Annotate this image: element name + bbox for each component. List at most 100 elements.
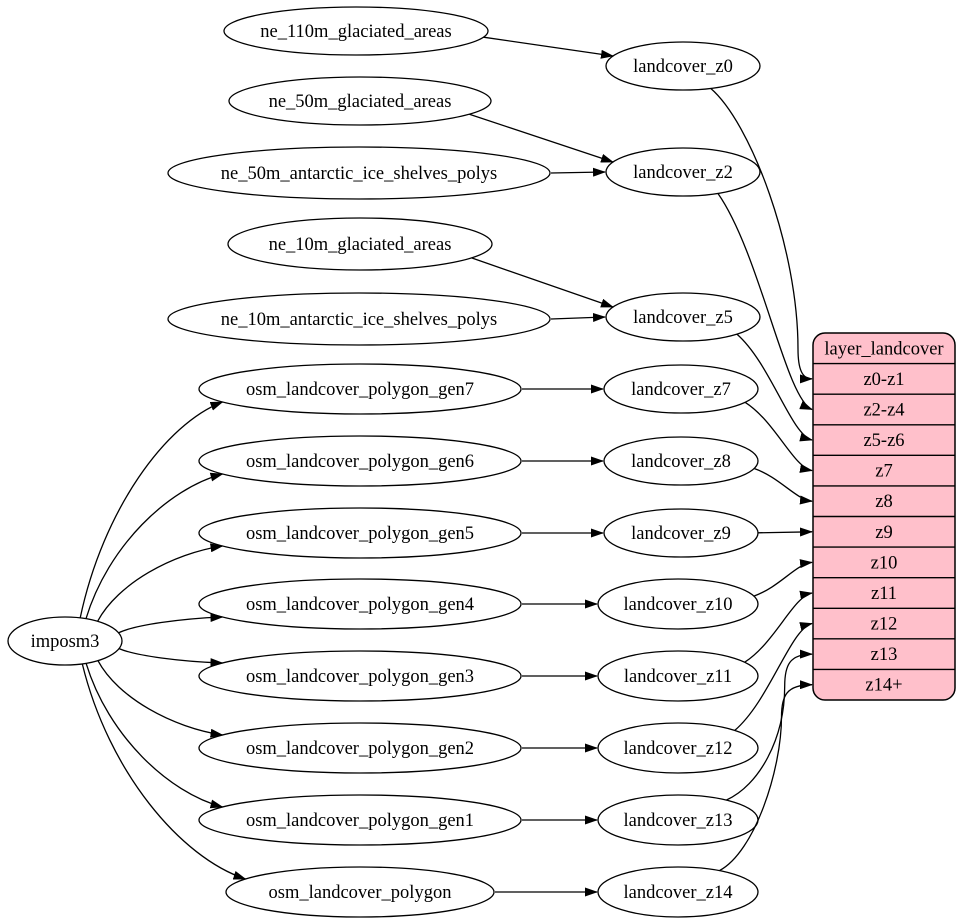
node-label: osm_landcover_polygon_gen6 bbox=[246, 452, 474, 472]
table-row-z13: z13 bbox=[871, 645, 898, 665]
edge-imposm3-to-osm_landcover_polygon_gen6 bbox=[85, 472, 224, 619]
node-ellipse bbox=[225, 866, 495, 918]
edge-landcover_z12-to-row-z12 bbox=[734, 622, 813, 731]
node-label: landcover_z12 bbox=[624, 739, 733, 759]
table-row-z8: z8 bbox=[875, 492, 892, 512]
node-ellipse bbox=[198, 650, 522, 702]
node-landcover_z14: landcover_z14 bbox=[597, 866, 759, 918]
node-label: osm_landcover_polygon_gen7 bbox=[246, 380, 474, 400]
node-landcover_z7: landcover_z7 bbox=[603, 364, 759, 414]
node-label: landcover_z2 bbox=[633, 163, 733, 183]
table-row-z14+: z14+ bbox=[865, 676, 902, 696]
node-osm_landcover_polygon_gen6: osm_landcover_polygon_gen6 bbox=[198, 435, 522, 487]
node-ellipse bbox=[227, 217, 493, 271]
edge-imposm3-to-osm_landcover_polygon_gen1 bbox=[85, 663, 224, 809]
node-osm_landcover_polygon_gen1: osm_landcover_polygon_gen1 bbox=[198, 794, 522, 846]
edge-ne_110m_glaciated_areas-to-landcover_z0 bbox=[483, 36, 614, 59]
node-osm_landcover_polygon_gen4: osm_landcover_polygon_gen4 bbox=[198, 578, 522, 630]
node-landcover_z9: landcover_z9 bbox=[603, 508, 759, 558]
node-ne_50m_glaciated_areas: ne_50m_glaciated_areas bbox=[228, 76, 492, 126]
node-label: ne_10m_antarctic_ice_shelves_polys bbox=[221, 310, 497, 330]
node-landcover_z10: landcover_z10 bbox=[597, 578, 759, 630]
node-label: landcover_z9 bbox=[631, 524, 731, 544]
node-label: osm_landcover_polygon_gen5 bbox=[246, 524, 474, 544]
edge-ne_50m_antarctic_ice_shelves_polys-to-landcover_z2 bbox=[550, 167, 606, 177]
node-ellipse bbox=[597, 866, 759, 918]
node-label: landcover_z14 bbox=[624, 883, 733, 903]
edge-landcover_z2-to-row-z2-z4 bbox=[717, 193, 813, 411]
node-landcover_z11: landcover_z11 bbox=[597, 650, 759, 702]
table-row-z10: z10 bbox=[871, 553, 898, 573]
edge-ne_10m_antarctic_ice_shelves_polys-to-landcover_z5 bbox=[550, 312, 606, 322]
node-ne_110m_glaciated_areas: ne_110m_glaciated_areas bbox=[223, 6, 489, 56]
node-label: landcover_z5 bbox=[633, 308, 733, 328]
table-row-z0-z1: z0-z1 bbox=[863, 370, 904, 390]
node-ellipse bbox=[597, 578, 759, 630]
node-ellipse bbox=[198, 435, 522, 487]
edge-landcover_z9-to-row-z9 bbox=[757, 527, 813, 537]
node-label: osm_landcover_polygon_gen2 bbox=[246, 739, 474, 759]
node-ellipse bbox=[603, 508, 759, 558]
node-ellipse bbox=[167, 146, 551, 200]
node-label: landcover_z11 bbox=[624, 667, 732, 687]
node-label: osm_landcover_polygon_gen1 bbox=[246, 811, 474, 831]
table-layer_landcover: layer_landcover z0-z1 z2-z4 z5-z6 z7 z8 z9 z10 z… bbox=[812, 332, 956, 701]
node-ne_10m_antarctic_ice_shelves_polys: ne_10m_antarctic_ice_shelves_polys bbox=[167, 292, 551, 346]
edge-landcover_z11-to-row-z11 bbox=[744, 590, 813, 663]
node-landcover_z2: landcover_z2 bbox=[605, 147, 761, 197]
table-row-z2-z4: z2-z4 bbox=[863, 401, 904, 421]
edge-ne_10m_glaciated_areas-to-landcover_z5 bbox=[471, 257, 614, 308]
table-row-z5-z6: z5-z6 bbox=[863, 431, 904, 451]
node-label: ne_50m_antarctic_ice_shelves_polys bbox=[221, 164, 497, 184]
node-label: landcover_z7 bbox=[631, 380, 731, 400]
edge-landcover_z5-to-row-z5-z6 bbox=[736, 333, 813, 442]
node-osm_landcover_polygon: osm_landcover_polygon bbox=[225, 866, 495, 918]
node-ellipse bbox=[198, 578, 522, 630]
node-ellipse bbox=[198, 794, 522, 846]
node-landcover_z12: landcover_z12 bbox=[597, 722, 759, 774]
node-ellipse bbox=[603, 436, 759, 486]
node-label: osm_landcover_polygon_gen4 bbox=[246, 595, 474, 615]
node-landcover_z13: landcover_z13 bbox=[597, 794, 759, 846]
node-label: landcover_z0 bbox=[633, 57, 733, 77]
node-ne_50m_antarctic_ice_shelves_polys: ne_50m_antarctic_ice_shelves_polys bbox=[167, 146, 551, 200]
node-label: ne_50m_glaciated_areas bbox=[269, 92, 452, 112]
node-label: osm_landcover_polygon bbox=[269, 883, 452, 903]
node-ellipse bbox=[228, 76, 492, 126]
edge-landcover_z14-to-row-z14+ bbox=[719, 680, 813, 872]
edge-landcover_z7-to-row-z7 bbox=[744, 401, 813, 473]
edge-imposm3-to-osm_landcover_polygon_gen7 bbox=[79, 401, 224, 619]
edge-imposm3-to-osm_landcover_polygon_gen4 bbox=[118, 612, 224, 634]
node-ellipse bbox=[605, 41, 761, 91]
node-label: landcover_z8 bbox=[631, 452, 731, 472]
node-ellipse bbox=[7, 616, 123, 666]
node-ellipse bbox=[597, 650, 759, 702]
node-label: imposm3 bbox=[31, 632, 100, 652]
node-ellipse bbox=[605, 292, 761, 342]
node-imposm3: imposm3 bbox=[7, 616, 123, 666]
node-ellipse bbox=[597, 722, 759, 774]
node-landcover_z0: landcover_z0 bbox=[605, 41, 761, 91]
edge-landcover_z0-to-row-z0-z1 bbox=[710, 87, 813, 384]
node-label: ne_110m_glaciated_areas bbox=[260, 22, 451, 42]
node-osm_landcover_polygon_gen2: osm_landcover_polygon_gen2 bbox=[198, 722, 522, 774]
table-title: layer_landcover bbox=[824, 339, 943, 359]
node-label: landcover_z13 bbox=[624, 811, 733, 831]
edge-landcover_z8-to-row-z8 bbox=[753, 467, 813, 505]
node-ellipse bbox=[198, 507, 522, 559]
node-label: osm_landcover_polygon_gen3 bbox=[246, 667, 474, 687]
node-osm_landcover_polygon_gen3: osm_landcover_polygon_gen3 bbox=[198, 650, 522, 702]
edge-ne_50m_glaciated_areas-to-landcover_z2 bbox=[469, 113, 614, 163]
edge-landcover_z10-to-row-z10 bbox=[753, 559, 813, 597]
table-row-z12: z12 bbox=[871, 615, 898, 635]
node-ellipse bbox=[223, 6, 489, 56]
edge-imposm3-to-osm_landcover_polygon bbox=[81, 663, 247, 880]
edge-imposm3-to-osm_landcover_polygon_gen2 bbox=[97, 660, 224, 738]
edge-imposm3-to-osm_landcover_polygon_gen3 bbox=[118, 648, 224, 668]
node-osm_landcover_polygon_gen5: osm_landcover_polygon_gen5 bbox=[198, 507, 522, 559]
table-row-z9: z9 bbox=[875, 523, 892, 543]
table-row-z7: z7 bbox=[875, 462, 892, 482]
node-label: landcover_z10 bbox=[624, 595, 733, 615]
